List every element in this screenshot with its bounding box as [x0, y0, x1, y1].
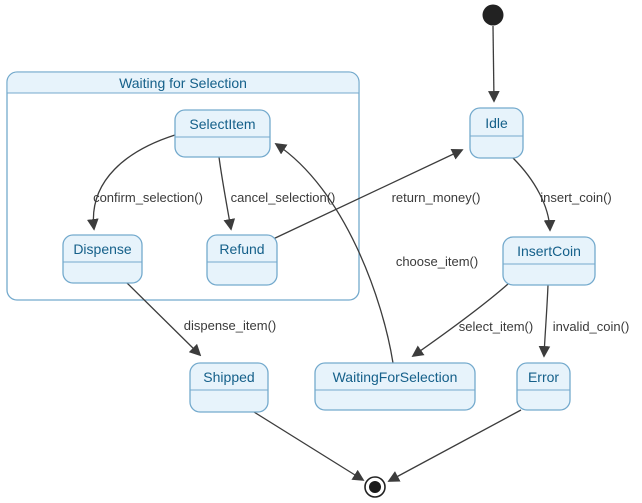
state-insertcoin-box[interactable]: [502, 236, 596, 286]
state-dispense-box[interactable]: [62, 234, 143, 284]
transition-insert-coin: insert_coin(): [512, 157, 612, 232]
error-to-final-arrow: [387, 409, 522, 482]
transition-return-money: return_money(): [270, 148, 481, 241]
state-insertcoin-label: InsertCoin: [517, 243, 581, 259]
state-waitingforselection[interactable]: WaitingForSelection: [314, 362, 476, 411]
composite-state-header: [7, 72, 359, 93]
state-refund-label: Refund: [219, 241, 264, 257]
return-money-label: return_money(): [392, 190, 481, 205]
transition-initial-to-idle: [488, 25, 500, 103]
state-selectitem[interactable]: SelectItem: [174, 109, 271, 158]
idle-to-insertcoin-arrow: [512, 157, 556, 232]
state-refund-box[interactable]: [206, 234, 278, 286]
initial-to-idle-arrow: [488, 25, 500, 103]
state-dispense[interactable]: Dispense: [62, 234, 143, 284]
transition-cancel-selection: cancel_selection(): [218, 156, 336, 231]
cancel-selection-label: cancel_selection(): [231, 190, 336, 205]
composite-state-waiting-for-selection[interactable]: Waiting for Selection: [6, 71, 360, 301]
state-insertcoin[interactable]: InsertCoin: [502, 236, 596, 286]
transition-confirm-selection: confirm_selection(): [86, 134, 203, 231]
confirm-selection-label: confirm_selection(): [93, 190, 203, 205]
invalid-coin-label: invalid_coin(): [553, 319, 630, 334]
transitions-layer: insert_coin() invalid_coin() select_item…: [86, 25, 630, 482]
state-selectitem-label: SelectItem: [189, 116, 255, 132]
state-error-label: Error: [528, 369, 559, 385]
transition-shipped-to-final: [253, 411, 365, 481]
dispense-to-shipped-arrow: [126, 282, 202, 357]
state-selectitem-box[interactable]: [174, 109, 271, 158]
waitingforselection-to-selectitem-arrow: [274, 143, 394, 364]
shipped-to-final-arrow: [253, 411, 365, 481]
transition-dispense-item: dispense_item(): [126, 282, 277, 357]
composite-state-body[interactable]: [6, 71, 360, 301]
refund-to-idle-arrow: [270, 148, 464, 241]
transition-error-to-final: [387, 409, 522, 482]
final-state-icon[interactable]: [364, 476, 386, 498]
state-error-box[interactable]: [516, 362, 571, 411]
state-waitingforselection-box[interactable]: [314, 362, 476, 411]
state-idle-box[interactable]: [469, 107, 524, 159]
selectitem-to-dispense-arrow: [86, 134, 176, 231]
state-waitingforselection-label: WaitingForSelection: [333, 369, 458, 385]
state-idle-label: Idle: [485, 115, 508, 131]
final-state-inner-dot: [369, 481, 381, 493]
composite-state-title: Waiting for Selection: [119, 75, 247, 91]
state-idle[interactable]: Idle: [469, 107, 524, 159]
insert-coin-label: insert_coin(): [540, 190, 612, 205]
state-shipped[interactable]: Shipped: [189, 362, 269, 413]
state-refund[interactable]: Refund: [206, 234, 278, 286]
transition-select-item: select_item(): [411, 283, 533, 358]
insertcoin-to-waitingforselection-arrow: [411, 283, 509, 358]
state-error[interactable]: Error: [516, 362, 571, 411]
transition-invalid-coin: invalid_coin(): [538, 284, 630, 358]
select-item-label: select_item(): [459, 319, 533, 334]
insertcoin-to-error-arrow: [538, 284, 551, 358]
selectitem-to-refund-arrow: [218, 156, 236, 231]
dispense-item-label: dispense_item(): [184, 318, 277, 333]
choose-item-label: choose_item(): [396, 254, 478, 269]
state-dispense-label: Dispense: [73, 241, 132, 257]
initial-state-dot[interactable]: [482, 4, 504, 26]
state-shipped-box[interactable]: [189, 362, 269, 413]
state-shipped-label: Shipped: [203, 369, 254, 385]
transition-choose-item: choose_item(): [274, 143, 478, 364]
